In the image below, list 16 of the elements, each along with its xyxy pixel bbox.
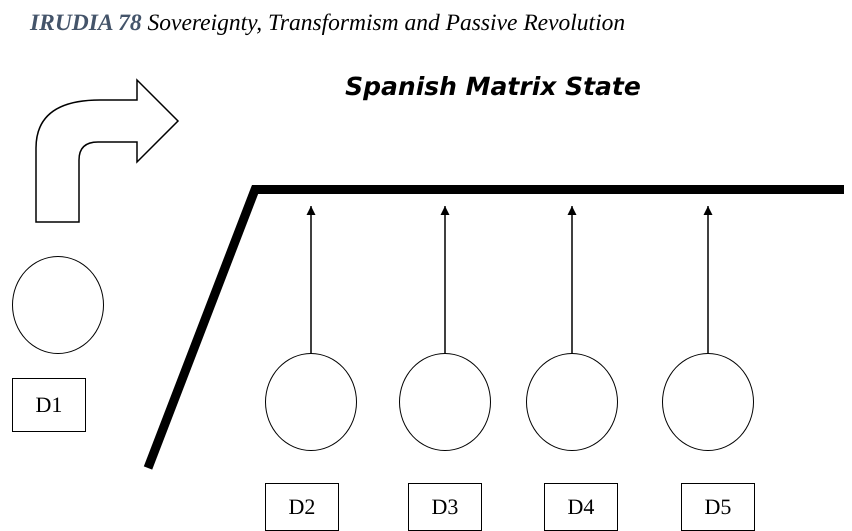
empty-circle xyxy=(399,353,491,451)
empty-circle xyxy=(12,256,104,354)
empty-circle xyxy=(662,353,754,451)
label-box: D4 xyxy=(544,483,618,531)
label-box: D5 xyxy=(681,483,755,531)
empty-circle xyxy=(526,353,618,451)
title: IRUDIA 78 Sovereignty, Transformism and Passive Revolution xyxy=(30,10,626,37)
label-box: D2 xyxy=(265,483,339,531)
label-box: D1 xyxy=(12,378,86,432)
arrow xyxy=(568,206,576,353)
arrow xyxy=(704,206,712,353)
label-box: D3 xyxy=(408,483,482,531)
empty-circle xyxy=(265,353,357,451)
arrow xyxy=(440,206,450,353)
arrow xyxy=(306,206,316,353)
heading: Spanish Matrix State xyxy=(344,72,642,101)
